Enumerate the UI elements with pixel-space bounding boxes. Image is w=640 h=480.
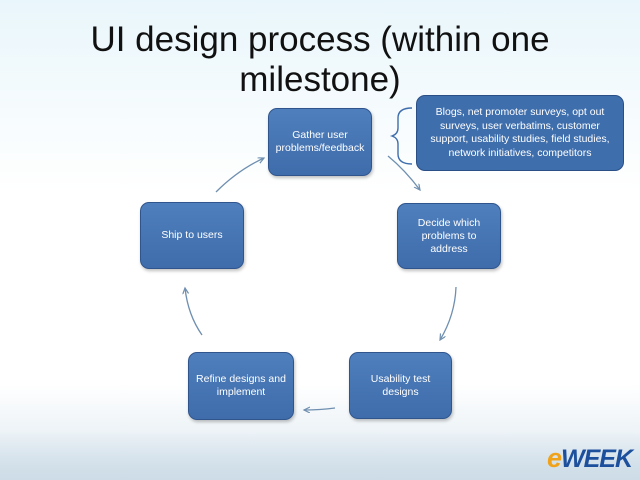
step-usability-label: Usability test designs bbox=[370, 372, 431, 398]
step-decide-problems: Decide which problems to address bbox=[397, 203, 501, 269]
step-refine-implement: Refine designs and implement bbox=[188, 352, 294, 420]
arrow-gather-to-decide bbox=[387, 155, 420, 190]
step-gather-label: Gather user problems/feedback bbox=[275, 129, 365, 154]
slide-footer-band bbox=[0, 432, 640, 480]
step-gather-feedback: Gather user problems/feedback bbox=[268, 108, 372, 176]
arrow-ship-to-gather bbox=[215, 158, 264, 193]
eweek-logo-week: WEEK bbox=[561, 445, 633, 473]
eweek-logo: eWEEK bbox=[546, 443, 633, 474]
step-decide-label: Decide which problems to address bbox=[417, 216, 481, 255]
slide-title: UI design process (within one milestone) bbox=[90, 20, 550, 99]
arrow-usability-to-refine bbox=[304, 408, 336, 410]
arrow-refine-to-ship bbox=[185, 288, 203, 336]
step-ship-to-users: Ship to users bbox=[140, 202, 244, 269]
feedback-sources-callout: Blogs, net promoter surveys, opt out sur… bbox=[416, 95, 624, 171]
arrow-decide-to-usability bbox=[440, 286, 457, 340]
feedback-sources-text: Blogs, net promoter surveys, opt out sur… bbox=[430, 106, 610, 159]
step-usability-test: Usability test designs bbox=[349, 352, 452, 419]
step-ship-label: Ship to users bbox=[161, 229, 223, 241]
eweek-logo-e: e bbox=[546, 443, 562, 473]
callout-bracket bbox=[389, 107, 413, 165]
step-refine-label: Refine designs and implement bbox=[196, 373, 286, 398]
